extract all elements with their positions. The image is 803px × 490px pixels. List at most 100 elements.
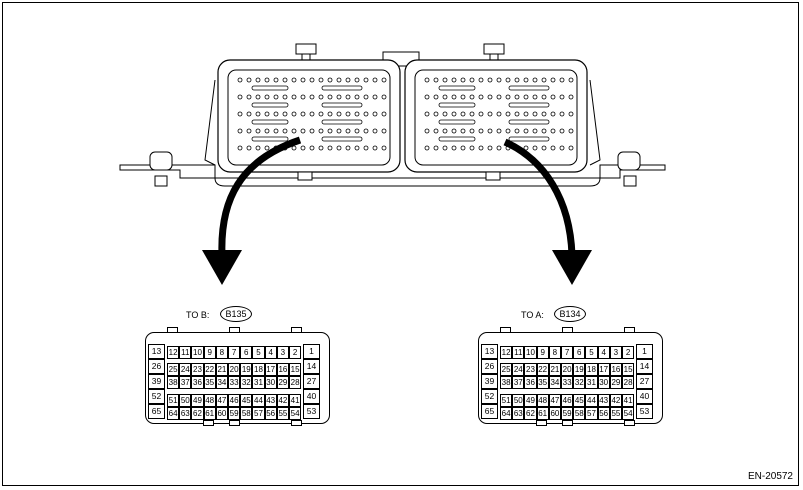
pin-28: 28 bbox=[289, 376, 302, 389]
pin-21: 21 bbox=[548, 363, 561, 376]
pin-37: 37 bbox=[179, 376, 192, 389]
pin-33: 33 bbox=[561, 376, 574, 389]
pin-37: 37 bbox=[512, 376, 525, 389]
pin-46: 46 bbox=[228, 394, 241, 407]
pin-47: 47 bbox=[548, 394, 561, 407]
pin-29: 29 bbox=[276, 376, 289, 389]
pin-33: 33 bbox=[228, 376, 241, 389]
connector-latch-tab bbox=[562, 327, 573, 333]
pin-28: 28 bbox=[622, 376, 635, 389]
pin-6: 6 bbox=[573, 346, 586, 359]
pin-50: 50 bbox=[512, 394, 525, 407]
pin-42: 42 bbox=[609, 394, 622, 407]
pin-61: 61 bbox=[203, 407, 216, 420]
pin-51: 51 bbox=[167, 394, 180, 407]
connector-latch-tab bbox=[167, 327, 178, 333]
pin-36: 36 bbox=[524, 376, 537, 389]
pin-5: 5 bbox=[252, 346, 265, 359]
pin-18: 18 bbox=[252, 363, 265, 376]
pin-2: 2 bbox=[622, 346, 635, 359]
pin-13: 13 bbox=[148, 344, 165, 359]
pin-59: 59 bbox=[228, 407, 241, 420]
connector-latch-tab bbox=[500, 327, 511, 333]
pin-49: 49 bbox=[524, 394, 537, 407]
pin-5: 5 bbox=[585, 346, 598, 359]
right-connector-prefix: TO A: bbox=[521, 310, 544, 320]
pin-19: 19 bbox=[240, 363, 253, 376]
pin-62: 62 bbox=[191, 407, 204, 420]
pin-40: 40 bbox=[303, 389, 320, 404]
pin-49: 49 bbox=[191, 394, 204, 407]
pin-41: 41 bbox=[289, 394, 302, 407]
pin-22: 22 bbox=[536, 363, 549, 376]
pin-65: 65 bbox=[481, 404, 498, 419]
pin-53: 53 bbox=[303, 404, 320, 419]
pin-63: 63 bbox=[179, 407, 192, 420]
pin-2: 2 bbox=[289, 346, 302, 359]
connector-latch-tab bbox=[624, 327, 635, 333]
ecu-left-face bbox=[227, 69, 391, 166]
pin-20: 20 bbox=[228, 363, 241, 376]
connector-latch-tab bbox=[229, 420, 240, 426]
pin-56: 56 bbox=[264, 407, 277, 420]
pin-64: 64 bbox=[500, 407, 513, 420]
pin-3: 3 bbox=[609, 346, 622, 359]
left-connector-prefix: TO B: bbox=[186, 310, 210, 320]
connector-latch-tab bbox=[291, 420, 302, 426]
pin-10: 10 bbox=[524, 346, 537, 359]
pin-25: 25 bbox=[167, 363, 180, 376]
left-mount-peg bbox=[154, 175, 168, 187]
pin-16: 16 bbox=[276, 363, 289, 376]
pin-32: 32 bbox=[573, 376, 586, 389]
pin-4: 4 bbox=[264, 346, 277, 359]
pin-65: 65 bbox=[148, 404, 165, 419]
pin-36: 36 bbox=[191, 376, 204, 389]
pin-42: 42 bbox=[276, 394, 289, 407]
pin-17: 17 bbox=[264, 363, 277, 376]
pin-51: 51 bbox=[500, 394, 513, 407]
pin-9: 9 bbox=[536, 346, 549, 359]
right-connector-code: B134 bbox=[554, 306, 586, 322]
right-top-latch bbox=[483, 43, 505, 55]
pin-13: 13 bbox=[481, 344, 498, 359]
pin-61: 61 bbox=[536, 407, 549, 420]
connector-latch-tab bbox=[536, 420, 547, 426]
pin-31: 31 bbox=[252, 376, 265, 389]
pin-1: 1 bbox=[636, 344, 653, 359]
pin-56: 56 bbox=[597, 407, 610, 420]
pin-19: 19 bbox=[573, 363, 586, 376]
left-arrow-shaft bbox=[218, 136, 302, 256]
pin-35: 35 bbox=[536, 376, 549, 389]
pin-52: 52 bbox=[481, 389, 498, 404]
pin-44: 44 bbox=[585, 394, 598, 407]
pin-48: 48 bbox=[536, 394, 549, 407]
pin-43: 43 bbox=[264, 394, 277, 407]
figure-code: EN-20572 bbox=[747, 471, 793, 482]
pin-1: 1 bbox=[303, 344, 320, 359]
pin-29: 29 bbox=[609, 376, 622, 389]
pin-18: 18 bbox=[585, 363, 598, 376]
pin-45: 45 bbox=[573, 394, 586, 407]
pin-57: 57 bbox=[252, 407, 265, 420]
pin-60: 60 bbox=[215, 407, 228, 420]
pin-39: 39 bbox=[481, 374, 498, 389]
pin-34: 34 bbox=[548, 376, 561, 389]
pin-12: 12 bbox=[167, 346, 180, 359]
pin-8: 8 bbox=[548, 346, 561, 359]
pin-55: 55 bbox=[609, 407, 622, 420]
connector-latch-tab bbox=[291, 327, 302, 333]
pin-14: 14 bbox=[636, 359, 653, 374]
pin-11: 11 bbox=[512, 346, 525, 359]
pin-20: 20 bbox=[561, 363, 574, 376]
pin-27: 27 bbox=[303, 374, 320, 389]
pin-47: 47 bbox=[215, 394, 228, 407]
pin-39: 39 bbox=[148, 374, 165, 389]
pin-23: 23 bbox=[191, 363, 204, 376]
connector-latch-tab bbox=[562, 420, 573, 426]
pin-6: 6 bbox=[240, 346, 253, 359]
pin-45: 45 bbox=[240, 394, 253, 407]
pin-26: 26 bbox=[148, 359, 165, 374]
